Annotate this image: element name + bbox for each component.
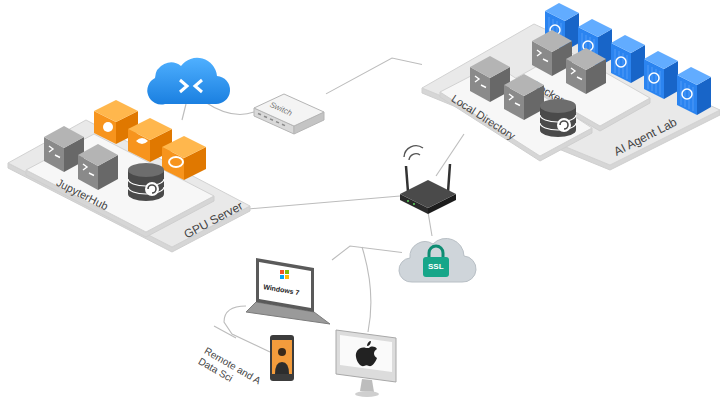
container-box bbox=[545, 3, 579, 51]
wire bbox=[182, 104, 186, 120]
server-platform: GPU ServerJupyterHub bbox=[8, 120, 252, 252]
platform-top bbox=[422, 24, 720, 165]
server-box bbox=[566, 48, 606, 94]
network-link bbox=[326, 58, 422, 94]
server-box bbox=[78, 144, 118, 190]
cube-icon bbox=[103, 122, 113, 132]
monitor-stand bbox=[360, 379, 374, 392]
directory-platform: Local Directory bbox=[440, 64, 592, 156]
cloud-icon bbox=[180, 80, 202, 92]
wire bbox=[214, 326, 236, 338]
hub-platform: JupyterHub bbox=[26, 134, 214, 232]
apple-logo bbox=[356, 341, 377, 366]
laptop: Windows 7 bbox=[242, 254, 332, 336]
container-box bbox=[611, 35, 645, 83]
python-cube bbox=[128, 118, 172, 162]
monitor-screen bbox=[340, 335, 392, 372]
switch-top bbox=[254, 94, 324, 126]
database-cylinder bbox=[540, 99, 576, 137]
node-outline bbox=[26, 134, 214, 232]
wire bbox=[428, 212, 432, 236]
windows-logo bbox=[280, 275, 284, 279]
laptop-frame bbox=[256, 258, 314, 312]
server-box bbox=[532, 30, 572, 76]
node-outline-group bbox=[440, 64, 592, 161]
node-outline-group bbox=[254, 94, 324, 134]
server-box bbox=[470, 56, 510, 102]
cube-icon bbox=[169, 157, 183, 167]
server-box bbox=[44, 126, 84, 172]
laptop-screen bbox=[259, 262, 311, 308]
node-outline bbox=[402, 226, 474, 288]
router-body bbox=[400, 194, 428, 214]
phone-body bbox=[270, 335, 294, 381]
wire bbox=[205, 102, 254, 114]
router-light bbox=[413, 203, 415, 205]
platform-top bbox=[26, 134, 214, 232]
platform-top bbox=[8, 120, 250, 247]
router-body bbox=[428, 194, 456, 214]
network-link bbox=[332, 246, 402, 260]
node-outline-group bbox=[8, 120, 250, 252]
phone-screen bbox=[272, 340, 292, 374]
node-outline-group bbox=[26, 134, 214, 237]
node-outline-group bbox=[422, 24, 720, 170]
switch-ports bbox=[258, 114, 285, 126]
node-outline-group bbox=[246, 258, 330, 324]
lock-body bbox=[423, 257, 449, 277]
node-outline-group bbox=[399, 238, 476, 282]
wire bbox=[362, 247, 371, 332]
monitor-stand bbox=[355, 391, 379, 397]
lock-shackle bbox=[429, 246, 443, 258]
group-caption: Remote and A Data Sci bbox=[196, 345, 267, 400]
windows-logo bbox=[285, 275, 289, 279]
platform-top bbox=[440, 64, 592, 156]
container-box bbox=[677, 67, 711, 115]
router-light bbox=[407, 200, 409, 202]
windows-logo bbox=[285, 270, 289, 274]
container-box bbox=[578, 19, 612, 67]
router-body bbox=[400, 180, 456, 208]
jupyter-cube bbox=[94, 100, 138, 144]
r-cube bbox=[162, 136, 206, 180]
monitor-frame bbox=[336, 330, 396, 382]
wifi-waves bbox=[404, 146, 423, 160]
wire bbox=[436, 134, 464, 176]
network-switch: Switch bbox=[252, 92, 326, 136]
router-antenna bbox=[406, 164, 450, 192]
server-box bbox=[504, 74, 544, 120]
cube-icon bbox=[136, 138, 148, 144]
lab-platform: AI Agent LabDockerLocal Directory bbox=[422, 24, 720, 170]
database-cylinder bbox=[128, 163, 164, 201]
person-icon bbox=[275, 362, 289, 374]
windows-logo bbox=[280, 270, 284, 274]
cloud-symbol bbox=[147, 58, 230, 105]
ssl-cloud: SSL bbox=[402, 226, 474, 288]
wire bbox=[248, 196, 400, 209]
cloud-shape bbox=[399, 238, 476, 282]
person-icon bbox=[278, 348, 286, 356]
node-label: SSL bbox=[428, 262, 444, 271]
container-box bbox=[644, 51, 678, 99]
